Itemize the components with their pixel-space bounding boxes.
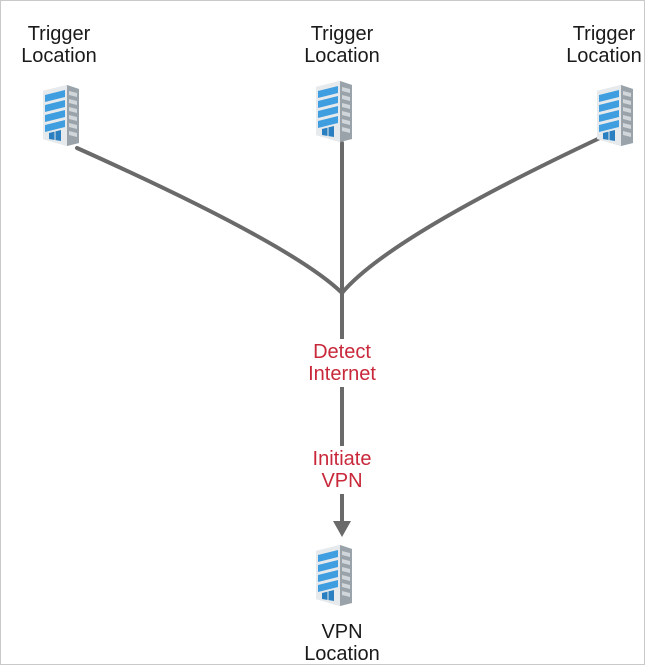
step-line: Internet bbox=[308, 363, 376, 385]
detect-internet-step: Detect Internet bbox=[292, 339, 392, 387]
office-building-icon bbox=[315, 80, 353, 143]
label-line: Trigger bbox=[572, 23, 636, 45]
connector-left bbox=[75, 146, 344, 295]
initiate-vpn-step: Initiate VPN bbox=[292, 446, 392, 494]
connector-right bbox=[340, 135, 604, 295]
office-building-icon bbox=[42, 84, 80, 147]
label-line: Trigger bbox=[27, 23, 91, 45]
office-building-icon bbox=[315, 544, 353, 607]
label-line: Location bbox=[304, 643, 380, 665]
step-line: Detect bbox=[313, 341, 371, 363]
step-line: VPN bbox=[321, 470, 363, 492]
label-line: Location bbox=[21, 45, 97, 67]
trigger-location-label-right: Trigger Location bbox=[554, 23, 644, 67]
step-line: Initiate bbox=[312, 448, 372, 470]
label-line: Location bbox=[566, 45, 642, 67]
vpn-location-label: VPN Location bbox=[292, 621, 392, 665]
office-building-icon bbox=[596, 84, 634, 147]
label-line: VPN bbox=[321, 621, 363, 643]
trigger-location-label-center: Trigger Location bbox=[292, 23, 392, 67]
arrowhead-down-icon bbox=[333, 521, 351, 537]
label-line: Location bbox=[304, 45, 380, 67]
label-line: Trigger bbox=[310, 23, 374, 45]
trigger-location-label-left: Trigger Location bbox=[9, 23, 109, 67]
